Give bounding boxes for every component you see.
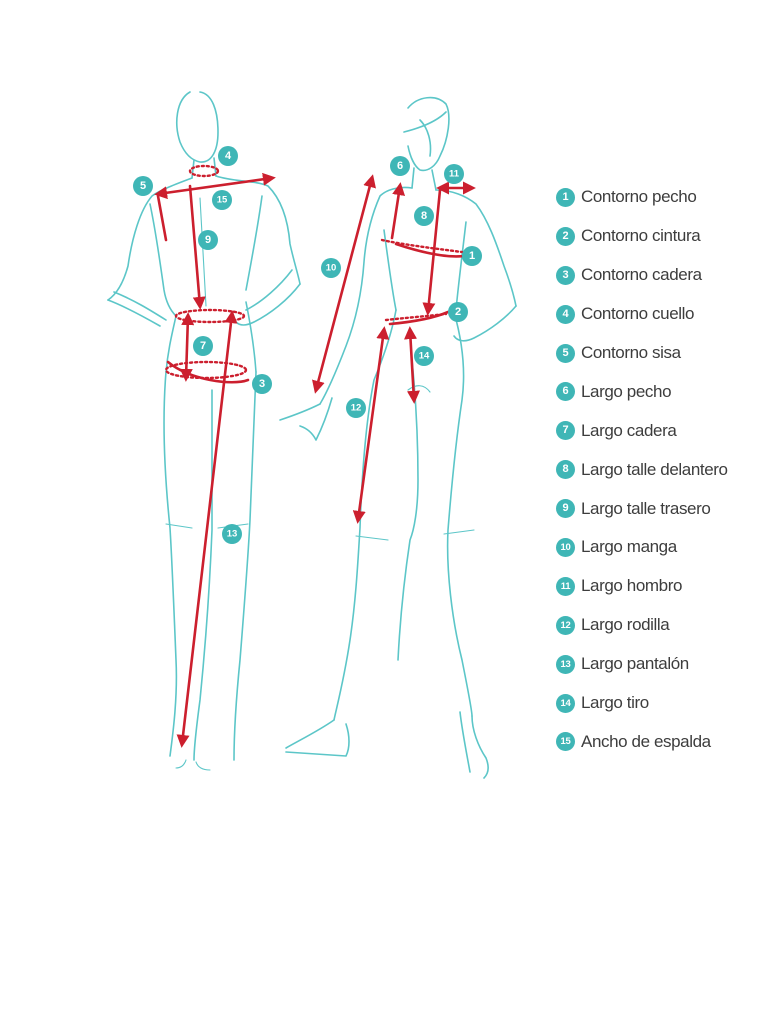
svg-text:12: 12 <box>351 403 362 414</box>
svg-text:3: 3 <box>259 378 265 390</box>
legend-number-badge: 5 <box>556 343 575 363</box>
legend-number-badge: 6 <box>556 382 575 402</box>
badge-9: 9 <box>198 230 218 250</box>
legend-label: Ancho de espalda <box>581 731 711 751</box>
legend-number-badge: 15 <box>556 732 575 752</box>
badge-3: 3 <box>252 374 272 394</box>
legend-number-badge: 12 <box>556 615 575 635</box>
legend-label: Largo talle trasero <box>581 498 711 518</box>
legend-number-badge: 13 <box>556 654 575 674</box>
badge-1: 1 <box>462 246 482 266</box>
badge-15: 15 <box>212 190 232 210</box>
badge-8: 8 <box>414 206 434 226</box>
legend-item: 9 Largo talle trasero <box>556 489 728 528</box>
legend-item: 6 Largo pecho <box>556 372 728 411</box>
legend-number-badge: 1 <box>556 187 575 207</box>
badge-11: 11 <box>444 164 464 184</box>
svg-text:13: 13 <box>227 529 238 540</box>
legend-item: 5 Contorno sisa <box>556 334 728 373</box>
legend-item: 12 Largo rodilla <box>556 606 728 645</box>
front-figure <box>279 96 517 779</box>
legend-item: 7 Largo cadera <box>556 411 728 450</box>
badge-2: 2 <box>448 302 468 322</box>
legend-label: Contorno cadera <box>581 265 702 285</box>
back-badges: 4 5 15 9 7 3 13 <box>133 146 272 544</box>
legend-item: 14 Largo tiro <box>556 684 728 723</box>
svg-text:9: 9 <box>205 234 211 246</box>
legend-number-badge: 2 <box>556 226 575 246</box>
legend-number-badge: 4 <box>556 304 575 324</box>
legend-number-badge: 9 <box>556 499 575 519</box>
svg-text:11: 11 <box>449 169 460 180</box>
legend-number-badge: 7 <box>556 421 575 441</box>
legend-label: Largo tiro <box>581 693 649 713</box>
legend-label: Contorno sisa <box>581 343 681 362</box>
front-badges: 6 11 8 10 1 2 14 12 <box>321 156 482 418</box>
legend-number-badge: 8 <box>556 460 575 480</box>
legend-label: Largo talle delantero <box>581 459 728 479</box>
legend-item: 10 Largo manga <box>556 528 728 567</box>
svg-text:14: 14 <box>419 351 430 362</box>
legend-number-badge: 3 <box>556 265 575 285</box>
legend-item: 1 Contorno pecho <box>556 178 728 217</box>
legend-label: Largo cadera <box>581 420 677 440</box>
legend-item: 15 Ancho de espalda <box>556 722 728 761</box>
legend-label: Largo manga <box>581 537 677 557</box>
legend-label: Largo hombro <box>581 576 683 596</box>
badge-14: 14 <box>414 346 434 366</box>
legend-item: 8 Largo talle delantero <box>556 450 728 489</box>
legend-label: Largo pantalón <box>581 654 689 674</box>
legend-item: 13 Largo pantalón <box>556 645 728 684</box>
svg-text:15: 15 <box>217 195 228 206</box>
legend-label: Contorno pecho <box>581 187 697 207</box>
legend-number-badge: 14 <box>556 693 575 713</box>
legend-label: Contorno cuello <box>581 304 695 324</box>
svg-text:4: 4 <box>225 150 232 162</box>
badge-4: 4 <box>218 146 238 166</box>
back-figure <box>107 91 301 771</box>
legend-item: 4 Contorno cuello <box>556 295 728 334</box>
svg-text:7: 7 <box>200 340 206 352</box>
svg-text:6: 6 <box>397 160 403 172</box>
legend-number-badge: 11 <box>556 576 575 596</box>
badge-5: 5 <box>133 176 153 196</box>
svg-text:5: 5 <box>140 180 146 192</box>
badge-12: 12 <box>346 398 366 418</box>
legend-label: Largo rodilla <box>581 615 670 635</box>
svg-text:1: 1 <box>469 250 475 262</box>
badge-10: 10 <box>321 258 341 278</box>
legend-item: 2 Contorno cintura <box>556 217 728 256</box>
legend-item: 3 Contorno cadera <box>556 256 728 295</box>
legend-number-badge: 10 <box>556 537 575 557</box>
svg-text:2: 2 <box>455 306 461 318</box>
badge-13: 13 <box>222 524 242 544</box>
badge-7: 7 <box>193 336 213 356</box>
legend-label: Largo pecho <box>581 381 672 401</box>
svg-text:8: 8 <box>421 210 427 222</box>
legend-label: Contorno cintura <box>581 226 701 246</box>
badge-6: 6 <box>390 156 410 176</box>
svg-text:10: 10 <box>326 263 337 274</box>
legend-item: 11 Largo hombro <box>556 567 728 606</box>
